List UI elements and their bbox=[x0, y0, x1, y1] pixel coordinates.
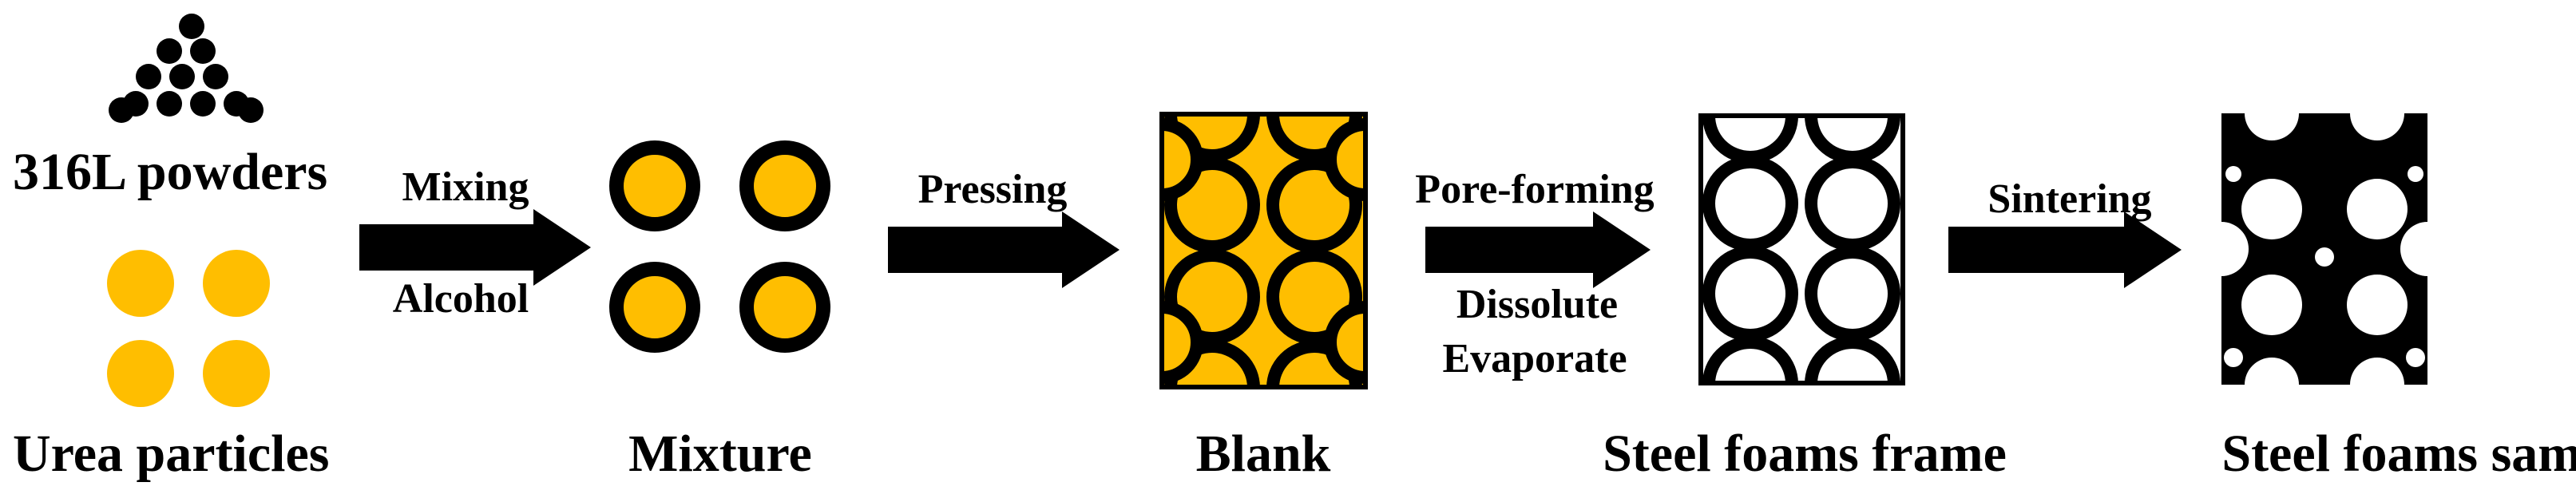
sintered-sample-icon bbox=[2194, 86, 2455, 412]
mixture-label: Mixture bbox=[628, 425, 812, 483]
pore-forming-label: Pore-forming bbox=[1415, 167, 1655, 212]
powders-label: 316L powders bbox=[13, 143, 328, 201]
right-arrow-icon bbox=[1425, 211, 1651, 288]
dissolute-label: Dissolute bbox=[1456, 282, 1619, 327]
pressed-blank-icon bbox=[1159, 112, 1368, 389]
sintering-label: Sintering bbox=[1987, 176, 2152, 222]
foam-frame-icon bbox=[1698, 113, 1905, 385]
frame-label: Steel foams frame bbox=[1603, 425, 2007, 483]
urea-particles-icon bbox=[107, 250, 270, 407]
right-arrow-icon bbox=[359, 209, 591, 286]
powder-pile-icon bbox=[109, 14, 264, 123]
sample-label: Steel foams sample bbox=[2221, 425, 2576, 483]
coated-particles-icon bbox=[609, 140, 830, 353]
blank-label: Blank bbox=[1195, 425, 1331, 483]
alcohol-label: Alcohol bbox=[392, 276, 529, 322]
pressing-label: Pressing bbox=[917, 167, 1068, 212]
right-arrow-icon bbox=[888, 211, 1120, 288]
right-arrow-icon bbox=[1948, 211, 2182, 288]
evaporate-label: Evaporate bbox=[1442, 336, 1627, 381]
mixing-label: Mixing bbox=[402, 164, 529, 210]
urea-label: Urea particles bbox=[13, 425, 330, 483]
